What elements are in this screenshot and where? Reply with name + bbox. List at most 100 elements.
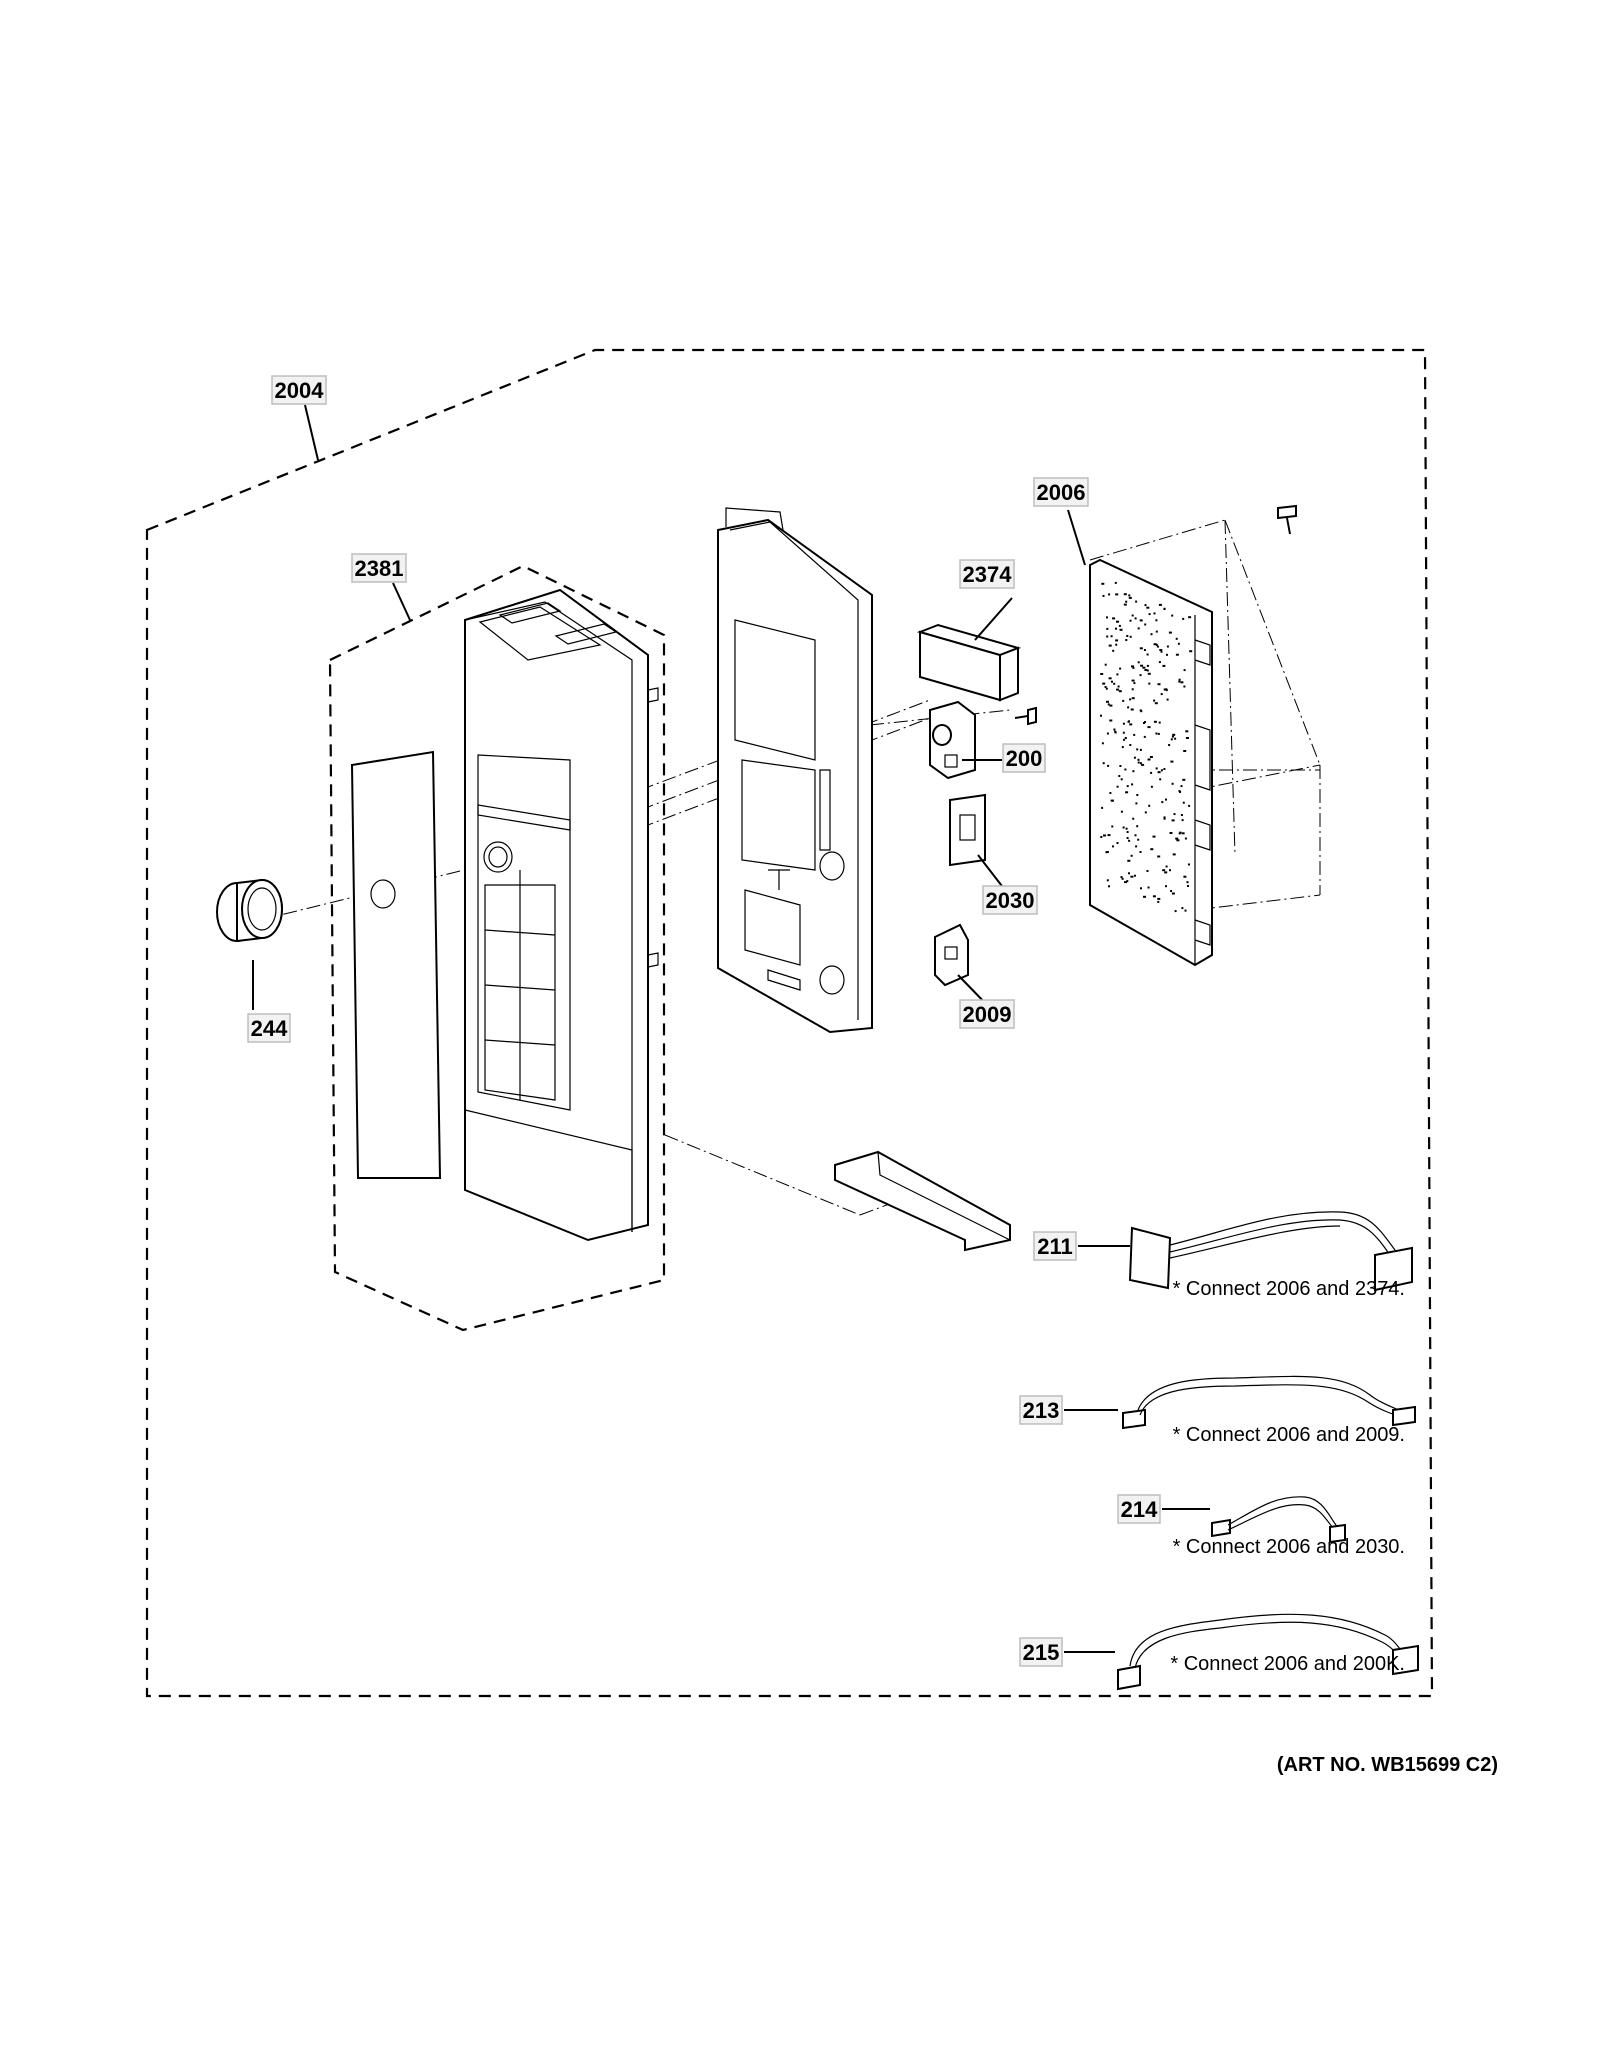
circuit-dot	[1174, 910, 1177, 913]
circuit-dot	[1106, 851, 1109, 853]
circuit-dot	[1178, 790, 1181, 793]
circuit-dot	[1137, 761, 1140, 764]
circuit-dot	[1176, 839, 1180, 842]
circuit-dot	[1131, 688, 1134, 691]
circuit-dot	[1116, 842, 1119, 844]
circuit-dot	[1162, 869, 1166, 872]
circuit-dot	[1127, 859, 1131, 862]
circuit-dot	[1118, 690, 1122, 693]
circuit-dot	[1124, 768, 1127, 771]
circuit-dot	[1155, 732, 1158, 735]
circuit-dot	[1140, 664, 1144, 667]
svg-text:211: 211	[1037, 1234, 1073, 1259]
circuit-dot	[1130, 875, 1134, 878]
circuit-dot	[1165, 885, 1167, 888]
circuit-dot	[1157, 855, 1161, 858]
circuit-dot	[1157, 897, 1161, 900]
circuit-dot	[1184, 909, 1187, 912]
circuit-dot	[1116, 688, 1120, 691]
front-panel-part-2381	[464, 588, 659, 1242]
circuit-dot	[1100, 714, 1102, 717]
circuit-dot	[1171, 735, 1174, 738]
circuit-dot	[1139, 647, 1143, 650]
circuit-dot	[1163, 608, 1166, 610]
circuit-dot	[1150, 771, 1153, 774]
circuit-dot	[1129, 698, 1132, 701]
label-214: 214	[1117, 1494, 1161, 1524]
svg-text:2381: 2381	[355, 556, 404, 581]
circuit-dot	[1163, 816, 1166, 819]
circuit-dot	[1109, 719, 1113, 722]
circuit-dot	[1150, 848, 1154, 851]
circuit-dot	[1158, 721, 1161, 724]
svg-text:2006: 2006	[1037, 480, 1086, 505]
label-2381: 2381	[351, 553, 407, 583]
circuit-dot	[1166, 653, 1168, 656]
svg-text:2009: 2009	[963, 1002, 1012, 1027]
circuit-dot	[1172, 733, 1176, 736]
circuit-dot	[1181, 819, 1184, 822]
overlay-film-part	[350, 750, 442, 1179]
circuit-dot	[1157, 900, 1160, 903]
circuit-dot	[1183, 875, 1187, 878]
circuit-dot	[1131, 697, 1135, 700]
circuit-dot	[1168, 744, 1171, 746]
circuit-dot	[1135, 845, 1138, 848]
circuit-dot	[1110, 799, 1114, 802]
circuit-dot	[1107, 764, 1110, 767]
circuit-dot	[1132, 666, 1135, 669]
circuit-dot	[1153, 720, 1157, 723]
circuit-dot	[1108, 885, 1110, 888]
circuit-dot	[1134, 617, 1137, 620]
circuit-dot	[1189, 650, 1193, 653]
label-2374: 2374	[959, 559, 1015, 589]
circuit-dot	[1160, 769, 1163, 772]
circuit-dot	[1139, 748, 1142, 751]
circuit-dot	[1166, 698, 1169, 701]
circuit-dot	[1139, 851, 1142, 853]
circuit-dot	[1134, 874, 1136, 877]
circuit-dot	[1136, 748, 1139, 751]
circuit-dot	[1122, 722, 1125, 725]
circuit-dot	[1109, 704, 1113, 707]
circuit-dot	[1170, 738, 1173, 741]
circuit-dot	[1159, 778, 1162, 781]
circuit-dot	[1139, 709, 1142, 712]
circuit-dot	[1185, 737, 1189, 739]
circuit-dot	[1163, 688, 1167, 691]
label-2004: 2004	[271, 375, 327, 405]
circuit-dot	[1109, 792, 1112, 794]
circuit-dot	[1146, 653, 1149, 656]
circuit-dot	[1129, 619, 1132, 622]
circuit-dot	[1122, 826, 1125, 829]
circuit-dot	[1165, 688, 1168, 691]
circuit-dot	[1128, 596, 1132, 599]
circuit-dot	[1184, 837, 1187, 840]
circuit-dot	[1116, 620, 1119, 623]
circuit-dot	[1126, 635, 1129, 637]
circuit-dot	[1120, 810, 1123, 813]
circuit-dot	[1118, 775, 1121, 777]
circuit-dot	[1140, 887, 1142, 890]
circuit-dot	[1126, 831, 1129, 833]
circuit-dot	[1112, 845, 1114, 848]
circuit-dot	[1101, 742, 1104, 745]
svg-text:2374: 2374	[963, 562, 1013, 587]
circuit-dot	[1115, 627, 1117, 630]
circuit-dot	[1106, 627, 1109, 630]
circuit-dot	[1163, 768, 1166, 770]
circuit-dot	[1123, 603, 1127, 606]
circuit-dot	[1162, 664, 1166, 667]
wire-harness-part-213	[1122, 1375, 1416, 1430]
circuit-dot	[1188, 804, 1191, 807]
circuit-dot	[1124, 737, 1127, 739]
circuit-dot	[1178, 832, 1181, 835]
circuit-dot	[1108, 593, 1111, 596]
circuit-dot	[1186, 881, 1189, 884]
circuit-dot	[1124, 881, 1127, 884]
circuit-dot	[1118, 624, 1121, 627]
circuit-dot	[1111, 825, 1114, 828]
circuit-dot	[1133, 733, 1136, 736]
circuit-dot	[1139, 619, 1143, 622]
circuit-dot	[1155, 767, 1158, 770]
